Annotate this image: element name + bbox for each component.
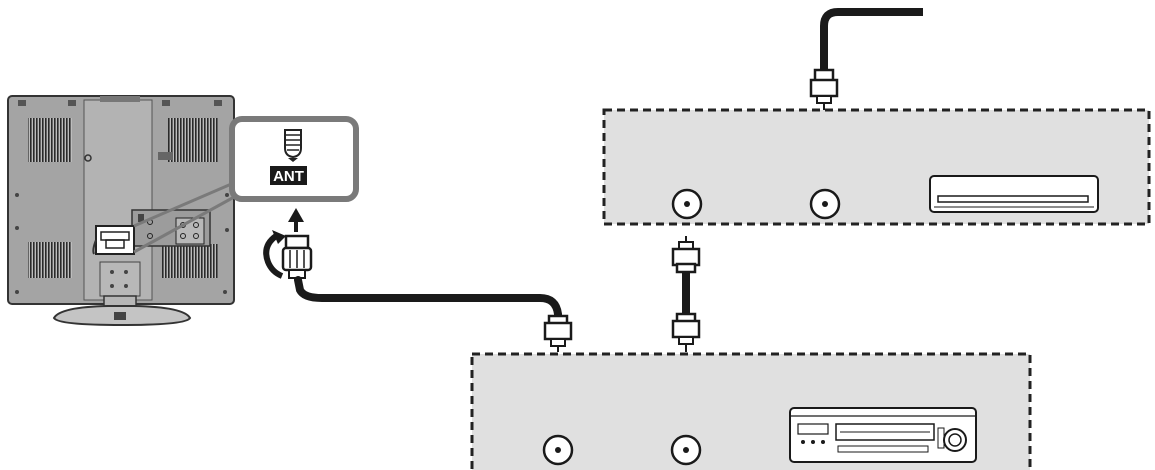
vent-grill	[162, 244, 218, 278]
ant-label-bg	[270, 166, 307, 185]
ant-label: ANT	[273, 168, 304, 185]
coax-cable	[820, 7, 923, 72]
vcr-icon	[789, 407, 977, 463]
coax-plug-tv	[263, 230, 313, 279]
ant-jack-icon	[284, 129, 302, 162]
rf-out-jack	[809, 188, 841, 220]
rf-in-jack	[542, 434, 574, 466]
ant-callout: ANT	[133, 116, 359, 254]
coax-plug	[671, 312, 701, 352]
vcr-device	[470, 352, 1032, 470]
tv-rear-panel	[7, 95, 235, 327]
set-top-box-icon	[929, 175, 1099, 213]
insert-arrow-icon	[288, 208, 304, 232]
vent-grill	[168, 118, 218, 162]
vent-grill	[28, 242, 72, 278]
vent-grill	[28, 118, 72, 162]
coax-plug	[543, 314, 573, 352]
set-top-box-device	[602, 108, 1151, 226]
coax-plug	[671, 236, 701, 274]
coax-cable	[294, 276, 562, 324]
coax-plug	[809, 68, 839, 110]
rf-in-jack	[671, 188, 703, 220]
rf-out-jack	[670, 434, 702, 466]
